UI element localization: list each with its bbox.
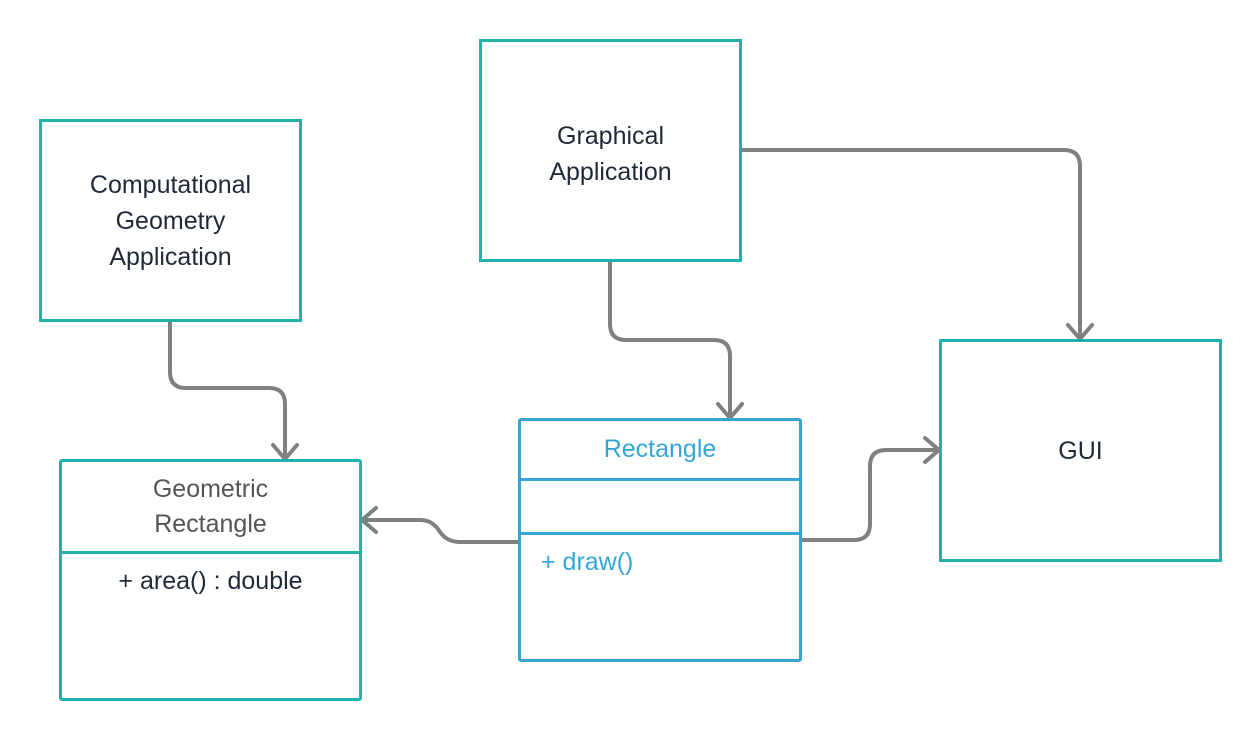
gui-label: GUI	[1058, 436, 1103, 465]
computational-geometry-application-label: Computational Geometry Application	[89, 170, 252, 271]
connector-ga-to-rectangle	[608, 260, 732, 418]
rectangle-class-name: Rectangle	[603, 435, 717, 463]
connector-rectangle-to-gui	[800, 448, 939, 542]
connector-rectangle-to-geometric-rectangle	[362, 518, 520, 544]
rectangle-class: Rectangle + draw()	[518, 418, 802, 662]
geometric-rectangle-divider	[62, 551, 359, 554]
geometric-rectangle-class: Geometric Rectangle + area() : double	[59, 459, 362, 701]
connector-cga-to-geometric-rectangle	[168, 320, 287, 459]
geometric-rectangle-class-name: Geometric Rectangle	[152, 474, 269, 538]
graphical-application-label: Graphical Application	[549, 122, 672, 186]
computational-geometry-application-box: Computational Geometry Application	[39, 119, 302, 322]
gui-box: GUI	[939, 339, 1222, 562]
rectangle-method-draw: + draw()	[541, 548, 634, 576]
arrowhead-geometric-rectangle-right	[360, 506, 378, 534]
geometric-rectangle-method-area: + area() : double	[118, 567, 303, 595]
rectangle-name-divider	[521, 478, 799, 481]
graphical-application-box: Graphical Application	[479, 39, 742, 262]
rectangle-attributes-divider	[521, 532, 799, 535]
connector-ga-to-gui	[740, 148, 1082, 339]
